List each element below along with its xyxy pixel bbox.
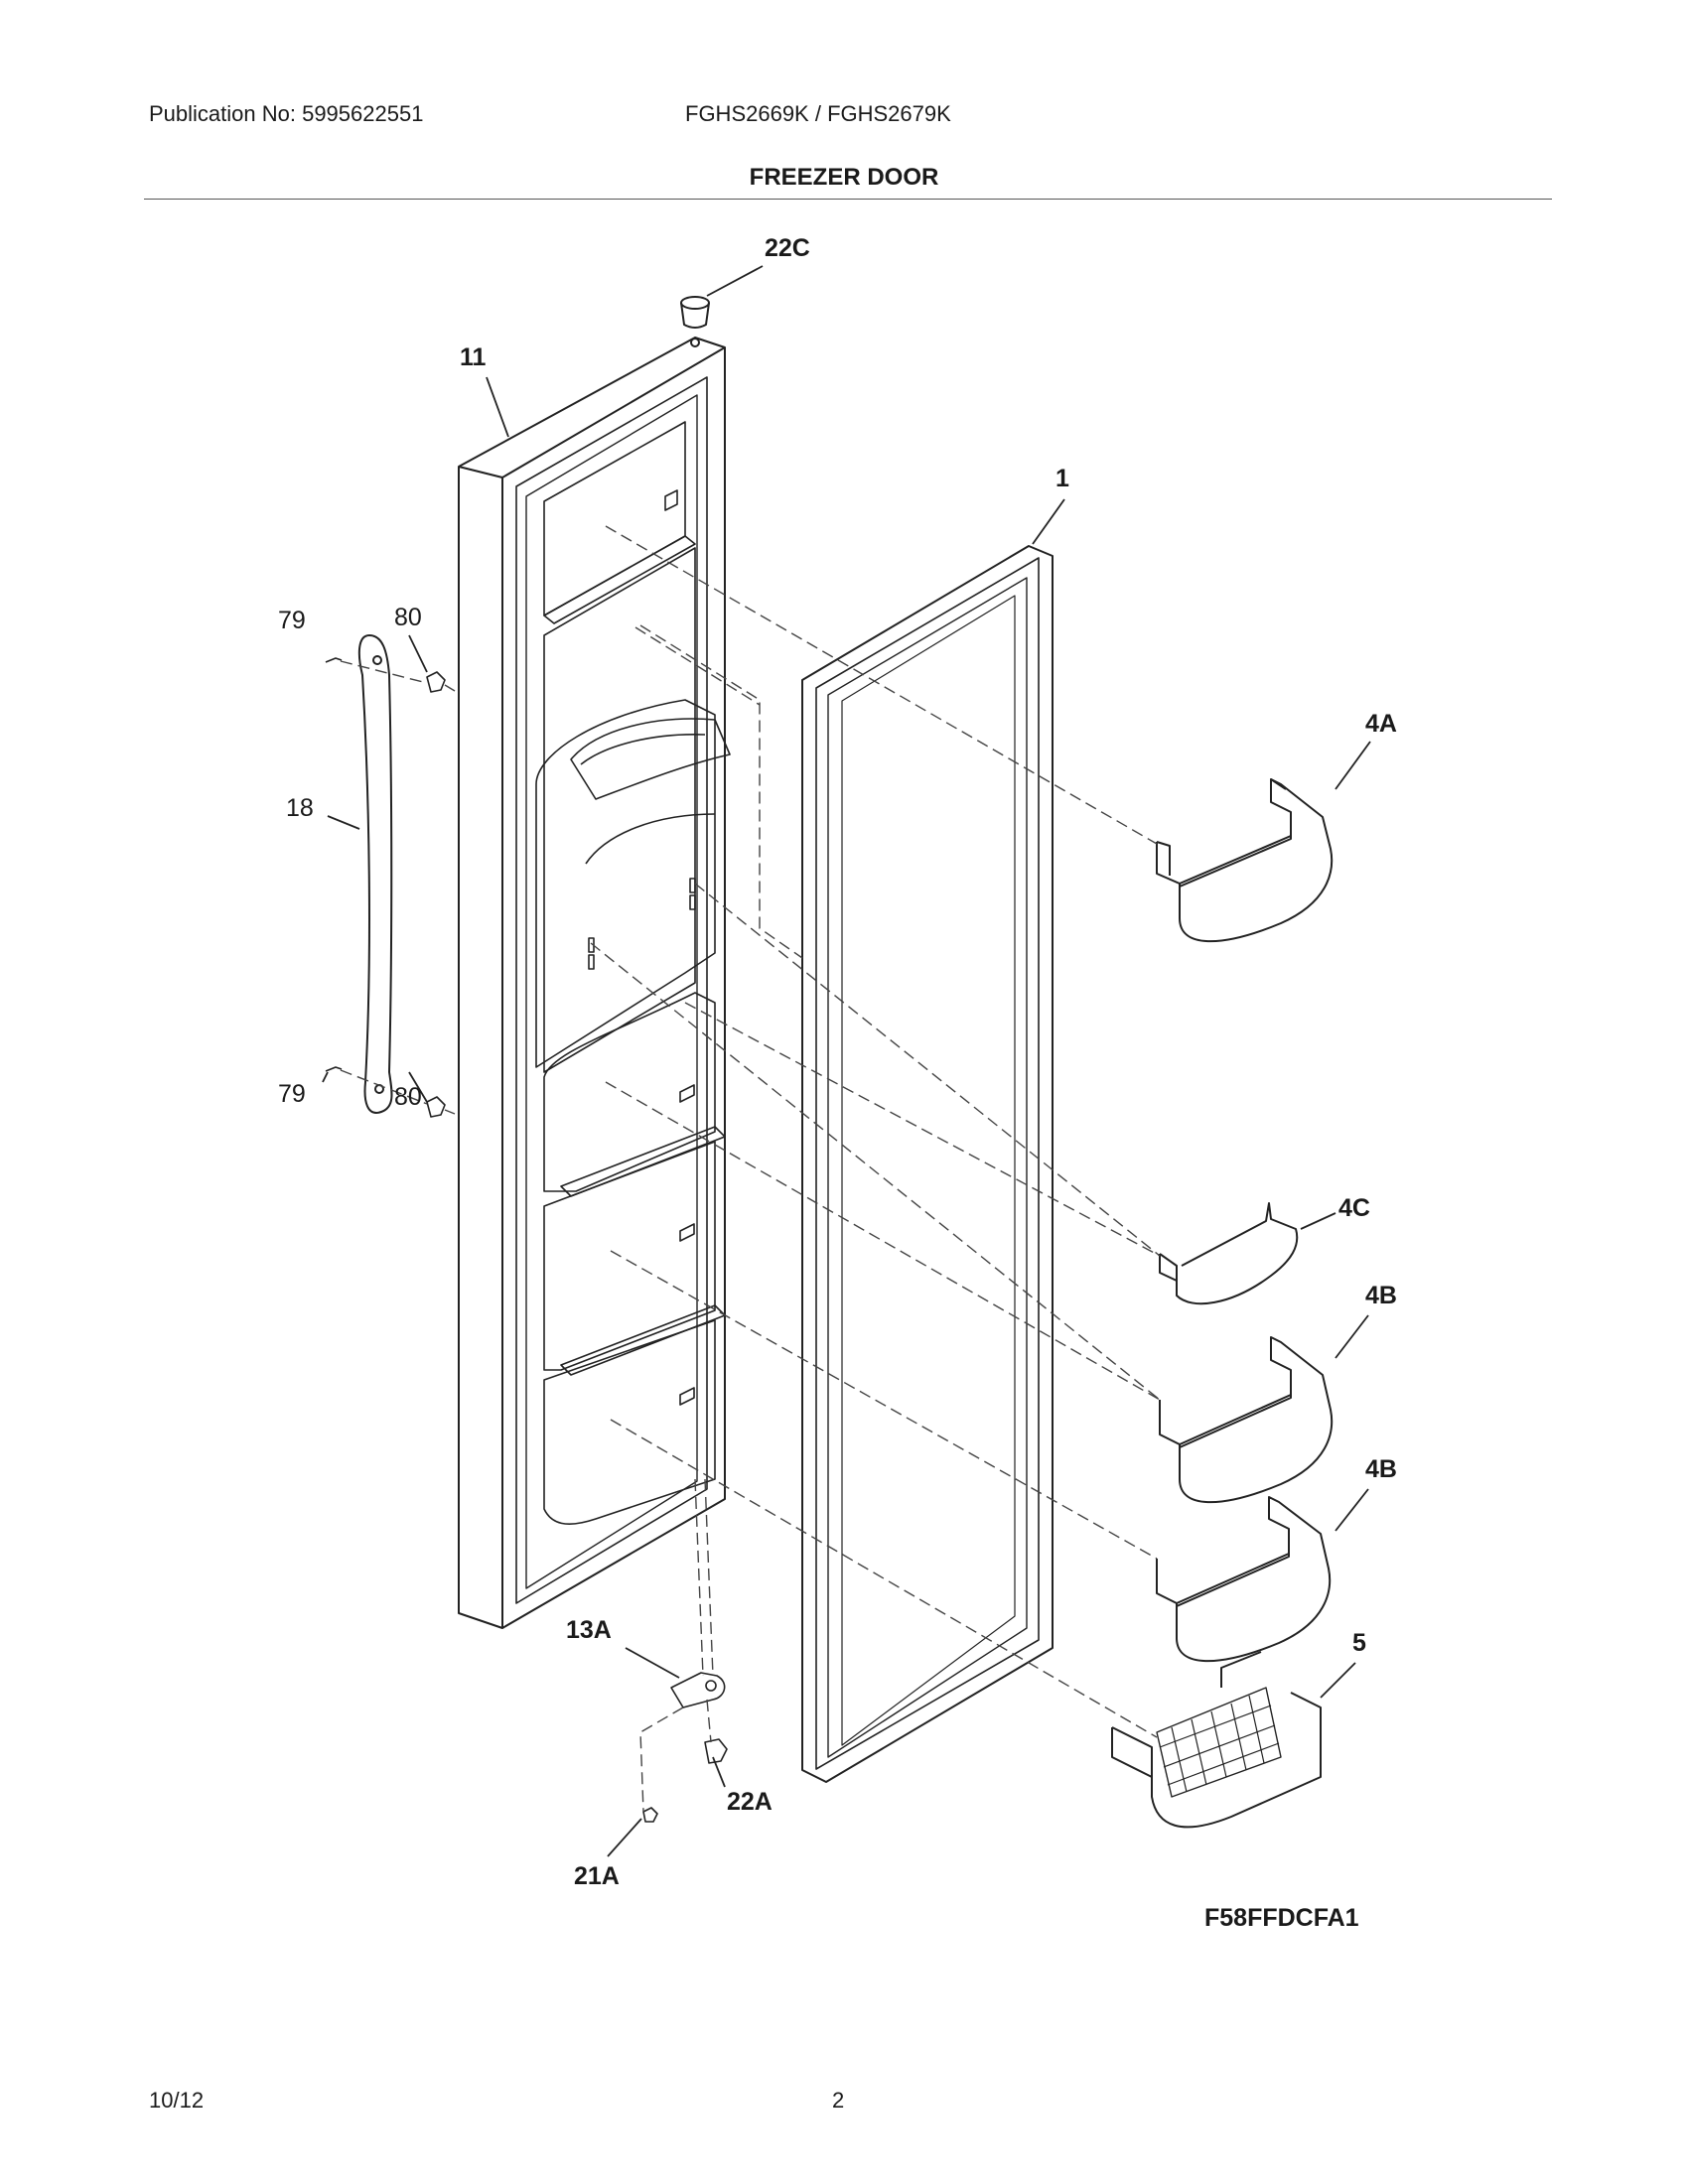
callout-labels: 22C 11 1 79 80 18 79 80 4A 4C 4B 4B 5 13…	[278, 234, 1397, 1932]
door-gasket	[801, 545, 1054, 1783]
callout-22a: 22A	[727, 1788, 773, 1816]
bottom-hinge-bushing	[704, 1738, 728, 1764]
door-panel	[458, 337, 726, 1629]
door-bin-4b-upper	[1159, 1336, 1334, 1504]
callout-5: 5	[1352, 1629, 1366, 1657]
handle-screws	[325, 657, 343, 1072]
diagram-code: F58FFDCFA1	[1204, 1904, 1359, 1932]
callout-80-top: 80	[394, 604, 422, 631]
hinge-screw	[642, 1807, 658, 1823]
model-numbers: FGHS2669K / FGHS2679K	[685, 101, 951, 126]
door-handle	[357, 634, 393, 1114]
dispenser-housing	[535, 547, 731, 1073]
page-number: 2	[832, 2088, 845, 2113]
header-rule	[144, 199, 1552, 200]
top-hinge-bushing	[680, 296, 710, 347]
bottom-hinge	[670, 1672, 726, 1708]
revision-date: 10/12	[149, 2088, 205, 2113]
callout-4a: 4A	[1365, 710, 1397, 738]
handle-mounting-studs	[426, 671, 446, 1118]
callout-79-bottom: 79	[278, 1080, 306, 1108]
door-bin-4c	[1159, 1202, 1299, 1305]
publication-number: Publication No: 5995622551	[149, 101, 424, 126]
top-shelf-compartment	[543, 421, 696, 624]
page-title: FREEZER DOOR	[749, 164, 939, 191]
callout-4b-lower: 4B	[1365, 1455, 1397, 1483]
door-bin-4b-lower	[1156, 1496, 1332, 1663]
ice-basket	[1111, 1651, 1322, 1829]
callout-21a: 21A	[574, 1862, 620, 1890]
callout-1: 1	[1055, 465, 1069, 492]
callout-4b-upper: 4B	[1365, 1282, 1397, 1309]
callout-22c: 22C	[765, 234, 810, 262]
callout-4c: 4C	[1338, 1194, 1370, 1222]
callout-13a: 13A	[566, 1616, 612, 1644]
callout-79-top: 79	[278, 607, 306, 634]
callout-11: 11	[460, 343, 487, 371]
callout-80-bottom: 80	[394, 1083, 422, 1111]
callout-leaders	[322, 265, 1371, 1857]
lower-shelf-compartments	[543, 992, 726, 1525]
callout-18: 18	[286, 794, 314, 822]
door-bin-4a	[1156, 778, 1334, 943]
assembly-guide-lines	[340, 525, 1161, 1813]
